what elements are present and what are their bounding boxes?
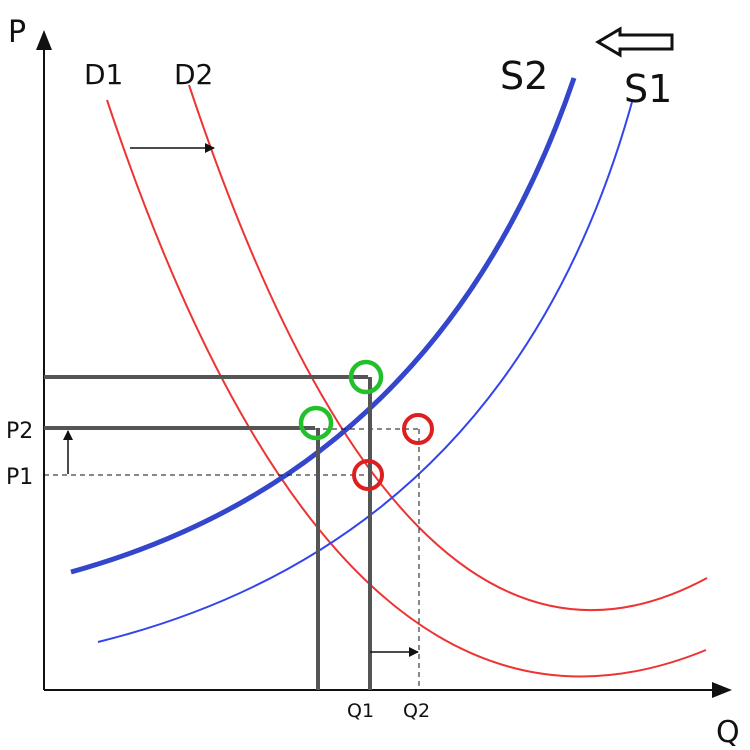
s2-label: S2	[500, 54, 548, 98]
supply-curve-s2	[70, 77, 577, 575]
x-axis-label: Q	[716, 715, 740, 750]
q1-tick-label: Q1	[347, 700, 374, 722]
demand-curve-d2	[188, 84, 708, 612]
p2-tick-label: P2	[6, 419, 33, 444]
p1-tick-label: P1	[6, 465, 33, 490]
s1-label: S1	[624, 67, 672, 111]
equilibrium-marker-new-upper	[348, 359, 384, 395]
d2-label: D2	[174, 58, 213, 91]
q2-tick-label: Q2	[403, 700, 430, 722]
y-axis-arrow-icon	[36, 30, 52, 50]
x-axis-arrow-icon	[712, 682, 732, 698]
d1-label: D1	[84, 58, 123, 91]
supply-curve-s1	[97, 101, 633, 643]
equilibrium-marker-demand-shift	[402, 413, 434, 445]
y-axis-label: P	[8, 15, 26, 50]
equilibrium-marker-initial	[352, 459, 384, 491]
left-outline-arrow-icon	[595, 26, 674, 58]
equilibrium-marker-new-lower	[298, 405, 334, 441]
demand-curve-d1	[106, 99, 707, 678]
